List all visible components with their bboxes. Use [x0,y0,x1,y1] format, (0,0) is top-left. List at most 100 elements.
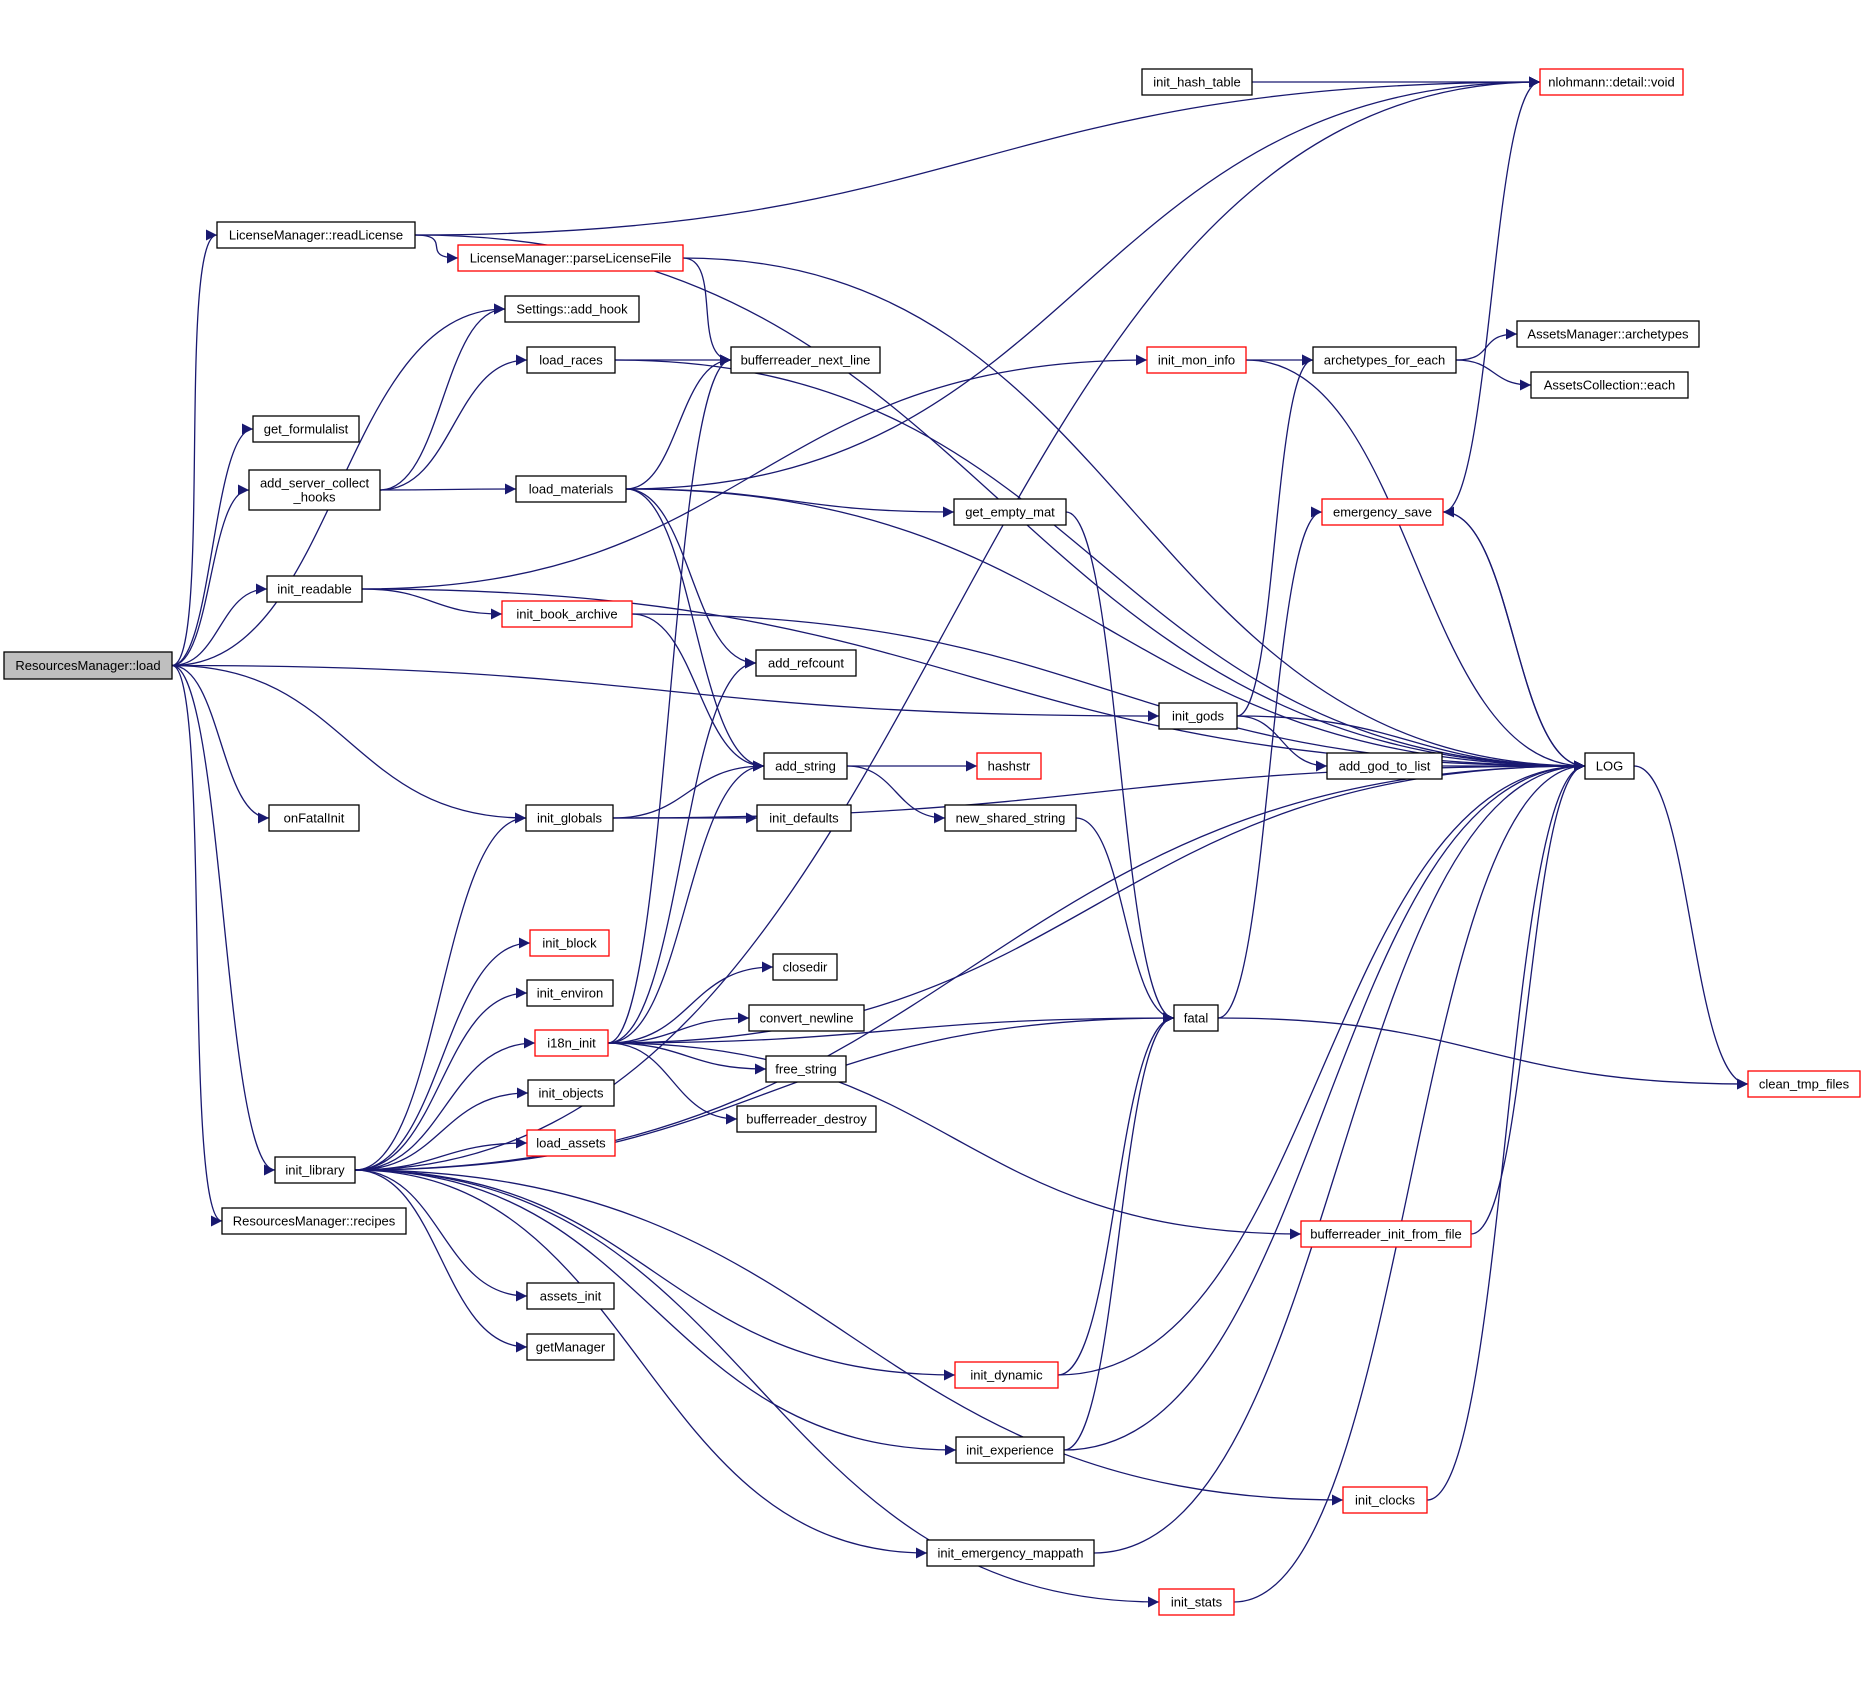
node-label: init_defaults [769,811,839,826]
node-label: init_hash_table [1153,75,1240,90]
node-init-library[interactable]: init_library [274,1156,356,1184]
edge-resources_manager_load-to-on_fatal_init [171,664,270,824]
edge-license_read-to-nlohmann_void [414,76,1541,236]
node-new-shared-string[interactable]: new_shared_string [944,804,1077,832]
edge-init_dynamic-to-log [1057,760,1586,1376]
node-box [274,1156,356,1184]
node-init-stats[interactable]: init_stats [1158,1588,1235,1616]
edge-init_dynamic-to-fatal [1057,1012,1175,1376]
edge-license_read-to-license_parse [414,234,459,264]
node-bufferreader-init-from-file[interactable]: bufferreader_init_from_file [1300,1220,1472,1248]
node-box [944,804,1077,832]
edge-init_library-to-init_clocks [354,1169,1344,1506]
node-get-manager[interactable]: getManager [526,1333,615,1361]
node-assets-init[interactable]: assets_init [526,1282,615,1310]
node-label: init_experience [966,1443,1053,1458]
edge-init_experience-to-fatal [1063,1012,1175,1451]
node-add-refcount[interactable]: add_refcount [755,649,857,677]
node-init-readable[interactable]: init_readable [266,575,363,603]
node-convert-newline[interactable]: convert_newline [748,1004,865,1032]
node-clean-tmp-files[interactable]: clean_tmp_files [1747,1070,1861,1098]
node-emergency-save[interactable]: emergency_save [1321,498,1444,526]
node-box [772,953,838,981]
node-archetypes-for-each[interactable]: archetypes_for_each [1312,346,1457,374]
node-box [526,1129,616,1157]
node-box [1300,1220,1472,1248]
node-closedir[interactable]: closedir [772,953,838,981]
node-add-string[interactable]: add_string [763,752,848,780]
edge-load_materials-to-get_empty_mat [625,488,955,518]
node-box [515,475,627,503]
node-add-server-collect-hooks[interactable]: add_server_collect_hooks [248,469,381,511]
node-assets-archetypes[interactable]: AssetsManager::archetypes [1516,320,1700,348]
node-box [1747,1070,1861,1098]
node-box [954,1361,1059,1389]
node-init-objects[interactable]: init_objects [527,1079,615,1107]
node-init-environ[interactable]: init_environ [526,979,614,1007]
node-load-races[interactable]: load_races [526,346,616,374]
node-load-materials[interactable]: load_materials [515,475,627,503]
edge-init_gods-to-log [1236,715,1586,772]
node-hashstr[interactable]: hashstr [976,752,1042,780]
node-fatal[interactable]: fatal [1173,1004,1219,1032]
edge-load_materials-to-add_refcount [625,488,757,669]
node-license-parse[interactable]: LicenseManager::parseLicenseFile [457,244,684,272]
node-bufferreader-destroy[interactable]: bufferreader_destroy [736,1105,877,1133]
node-label: init_dynamic [970,1368,1043,1383]
node-init-clocks[interactable]: init_clocks [1342,1486,1428,1514]
edge-init_gods-to-add_god_to_list [1236,715,1328,772]
node-init-globals[interactable]: init_globals [525,804,614,832]
node-init-mon-info[interactable]: init_mon_info [1146,346,1247,374]
node-label: load_materials [529,482,614,497]
node-add-god-to-list[interactable]: add_god_to_list [1326,752,1443,780]
node-label: AssetsManager::archetypes [1527,327,1689,342]
node-settings-add-hook[interactable]: Settings::add_hook [504,295,640,323]
node-label: closedir [783,960,828,975]
node-init-emergency-mappath[interactable]: init_emergency_mappath [926,1539,1095,1567]
edge-i18n_init-to-fatal [607,1012,1175,1044]
node-label: assets_init [540,1289,602,1304]
node-init-gods[interactable]: init_gods [1158,702,1238,730]
node-resources-manager-load[interactable]: ResourcesManager::load [3,651,173,680]
node-bufferreader-next-line[interactable]: bufferreader_next_line [730,346,881,374]
node-nlohmann-void[interactable]: nlohmann::detail::void [1539,68,1684,96]
node-box [1584,752,1635,780]
node-init-book-archive[interactable]: init_book_archive [501,600,633,628]
node-init-defaults[interactable]: init_defaults [756,804,852,832]
node-i18n-init[interactable]: i18n_init [534,1029,609,1057]
node-box [1158,702,1238,730]
node-free-string[interactable]: free_string [765,1055,847,1083]
node-init-block[interactable]: init_block [529,929,610,957]
node-box [527,1079,615,1107]
edge-init_book_archive-to-add_string [631,613,765,772]
node-box [765,1055,847,1083]
node-label: hashstr [988,759,1031,774]
node-resources-manager-recipes[interactable]: ResourcesManager::recipes [221,1207,407,1235]
edge-resources_manager_load-to-init_globals [171,664,527,824]
edge-add_string-to-new_shared_string [846,765,946,824]
node-box [526,1333,615,1361]
edge-init_emergency_mappath-to-log [1093,760,1586,1554]
node-label: add_server_collect [260,476,370,491]
node-get-formulalist[interactable]: get_formulalist [252,415,360,443]
node-license-read[interactable]: LicenseManager::readLicense [216,221,416,249]
edge-load_materials-to-add_string [625,488,765,772]
node-box [1342,1486,1428,1514]
node-box [457,244,684,272]
node-on-fatal-init[interactable]: onFatalInit [268,804,360,832]
node-log[interactable]: LOG [1584,752,1635,780]
edge-i18n_init-to-free_string [607,1042,767,1075]
node-assets-each[interactable]: AssetsCollection::each [1530,371,1689,399]
node-load-assets[interactable]: load_assets [526,1129,616,1157]
node-init-experience[interactable]: init_experience [955,1436,1065,1464]
node-box [529,929,610,957]
edge-init_readable-to-init_mon_info [361,354,1148,590]
node-box [504,295,640,323]
node-label: init_emergency_mappath [938,1546,1084,1561]
node-label: clean_tmp_files [1759,1077,1850,1092]
node-layer: ResourcesManager::load LicenseManager::re… [3,68,1861,1616]
edge-init_globals-to-add_string [612,760,765,819]
node-init-dynamic[interactable]: init_dynamic [954,1361,1059,1389]
node-get-empty-mat[interactable]: get_empty_mat [953,498,1067,526]
node-init-hash-table[interactable]: init_hash_table [1141,68,1253,96]
